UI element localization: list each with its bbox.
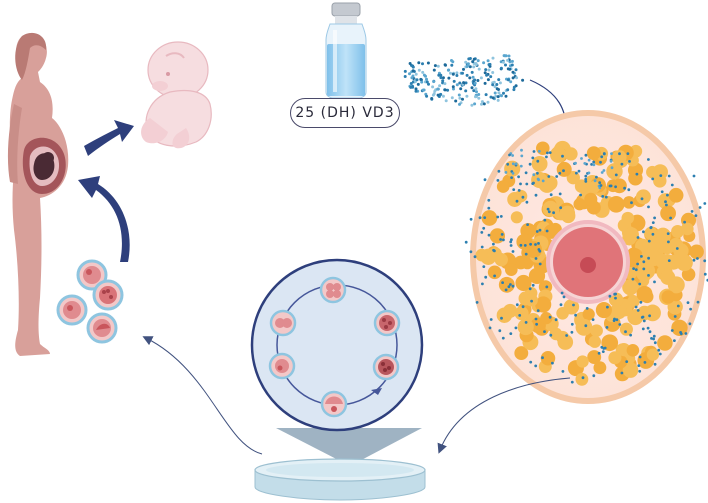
- petri-dish-icon: [254, 458, 426, 501]
- transfer-arrow: [78, 176, 130, 262]
- vial-label: 25 (DH) VD3: [290, 98, 400, 128]
- zoom-cone: [276, 428, 422, 466]
- birth-arrow: [84, 120, 134, 156]
- follicle-oocyte-icon: [464, 110, 708, 404]
- retrieval-arrow: [437, 377, 571, 454]
- vitamin-d-particles: [403, 54, 525, 107]
- culture-arrow: [142, 336, 263, 455]
- embryo-stage-4: [373, 309, 401, 337]
- embryo-stage-3: [319, 276, 347, 304]
- embryo-stage-1: [268, 352, 296, 380]
- pregnant-woman-icon: [7, 32, 69, 356]
- fetus-icon: [141, 41, 212, 149]
- embryo-stage-2: [269, 309, 297, 337]
- embryo-stage-5: [372, 353, 400, 381]
- embryo-stage-6: [320, 390, 348, 418]
- vitamin-d3-vial-icon: [325, 2, 367, 99]
- embryo-development-cycle: [250, 258, 424, 432]
- embryo-group-icon: [56, 259, 124, 344]
